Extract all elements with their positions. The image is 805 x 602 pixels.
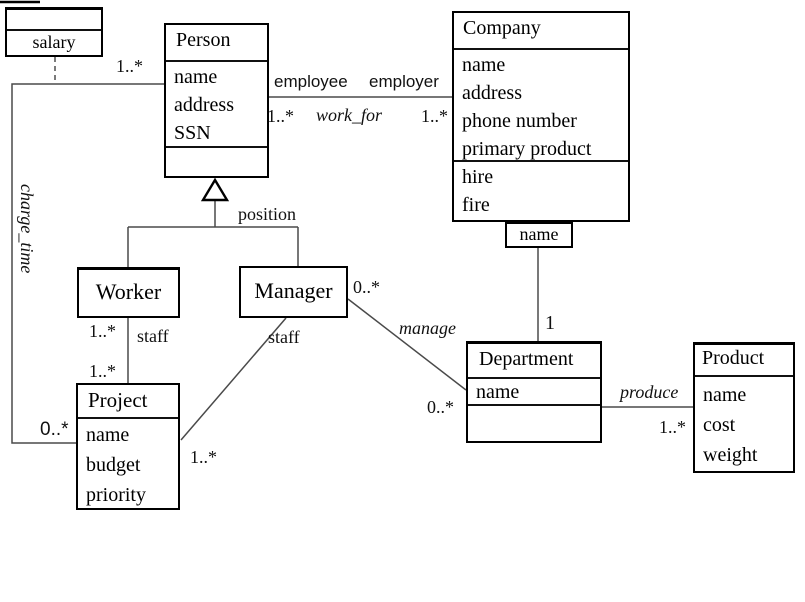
product-attributes: name cost weight <box>695 375 793 471</box>
multiplicity-project-staff-worker: 1..* <box>89 361 116 381</box>
association-line-charge-time <box>11 83 164 444</box>
attribute-row: primary product <box>462 138 592 160</box>
role-employer: employer <box>369 72 439 91</box>
person-operations-empty <box>166 146 267 176</box>
association-name-manage: manage <box>399 318 456 338</box>
class-title-manager: Manager <box>254 278 333 303</box>
class-box-project[interactable]: Project name budget priority <box>76 383 180 510</box>
project-attributes: name budget priority <box>78 417 178 508</box>
multiplicity-project-charge-time: 0..* <box>40 419 69 440</box>
person-attributes: name address SSN <box>166 60 267 146</box>
attribute-row: name <box>174 66 218 88</box>
attribute-row: phone number <box>462 110 577 132</box>
attribute-row: address <box>462 82 522 104</box>
association-name-charge-time: charge_time <box>17 184 37 274</box>
department-empty-compartment <box>468 404 600 441</box>
operation-row: fire <box>462 194 490 216</box>
role-staff-worker: staff <box>137 326 169 346</box>
class-title-department: Department <box>479 348 574 370</box>
multiplicity-person-work-for: 1..* <box>267 106 294 126</box>
multiplicity-department-company: 1 <box>545 312 555 334</box>
attribute-row: name <box>462 54 506 76</box>
attribute-row: name <box>86 424 130 446</box>
generalization-tree-lines <box>127 200 299 268</box>
attribute-row: SSN <box>174 122 211 144</box>
attribute-row: address <box>174 94 234 116</box>
class-title-person: Person <box>176 29 231 51</box>
class-title-project: Project <box>88 388 148 412</box>
attribute-row: priority <box>86 484 146 506</box>
class-box-product[interactable]: Product name cost weight <box>693 342 795 473</box>
association-line-manage <box>347 298 467 391</box>
attribute-row: name <box>703 384 747 406</box>
class-title-product: Product <box>702 347 765 369</box>
operation-row: hire <box>462 166 494 188</box>
attribute-row: budget <box>86 454 141 476</box>
multiplicity-worker-staff: 1..* <box>89 321 116 341</box>
qualifier-label: name <box>519 224 559 244</box>
association-line-manager-staff <box>180 317 287 441</box>
association-name-work-for: work_for <box>316 105 383 125</box>
class-title-salary: salary <box>7 29 101 55</box>
association-name-produce: produce <box>620 382 679 402</box>
multiplicity-department-manage: 0..* <box>427 397 454 417</box>
company-operations: hire fire <box>454 160 628 220</box>
multiplicity-project-staff-manager: 1..* <box>190 447 217 467</box>
class-title-company: Company <box>463 17 541 39</box>
department-attributes: name <box>468 377 600 404</box>
role-employee: employee <box>274 72 348 91</box>
class-box-person[interactable]: Person name address SSN <box>164 23 269 178</box>
role-staff-manager: staff <box>268 327 300 347</box>
class-box-company[interactable]: Company name address phone number primar… <box>452 11 630 222</box>
class-box-worker[interactable]: Worker <box>77 267 180 318</box>
generalization-discriminator-position: position <box>238 204 297 224</box>
company-attributes: name address phone number primary produc… <box>454 48 628 160</box>
qualifier-box-name[interactable]: name <box>505 222 573 248</box>
class-box-salary[interactable]: salary <box>5 7 103 57</box>
multiplicity-manager-manage: 0..* <box>353 277 380 297</box>
generalization-triangle-icon <box>200 177 230 202</box>
salary-empty-compartment <box>7 10 101 29</box>
attribute-row: weight <box>703 444 758 466</box>
attribute-row: cost <box>703 414 736 436</box>
multiplicity-person-salary: 1..* <box>116 56 143 76</box>
class-box-department[interactable]: Department name <box>466 341 602 443</box>
class-box-manager[interactable]: Manager <box>239 266 348 318</box>
multiplicity-company-work-for: 1..* <box>421 106 448 126</box>
multiplicity-product-produce: 1..* <box>659 417 686 437</box>
class-title-worker: Worker <box>95 279 162 304</box>
attribute-row: name <box>476 381 520 403</box>
